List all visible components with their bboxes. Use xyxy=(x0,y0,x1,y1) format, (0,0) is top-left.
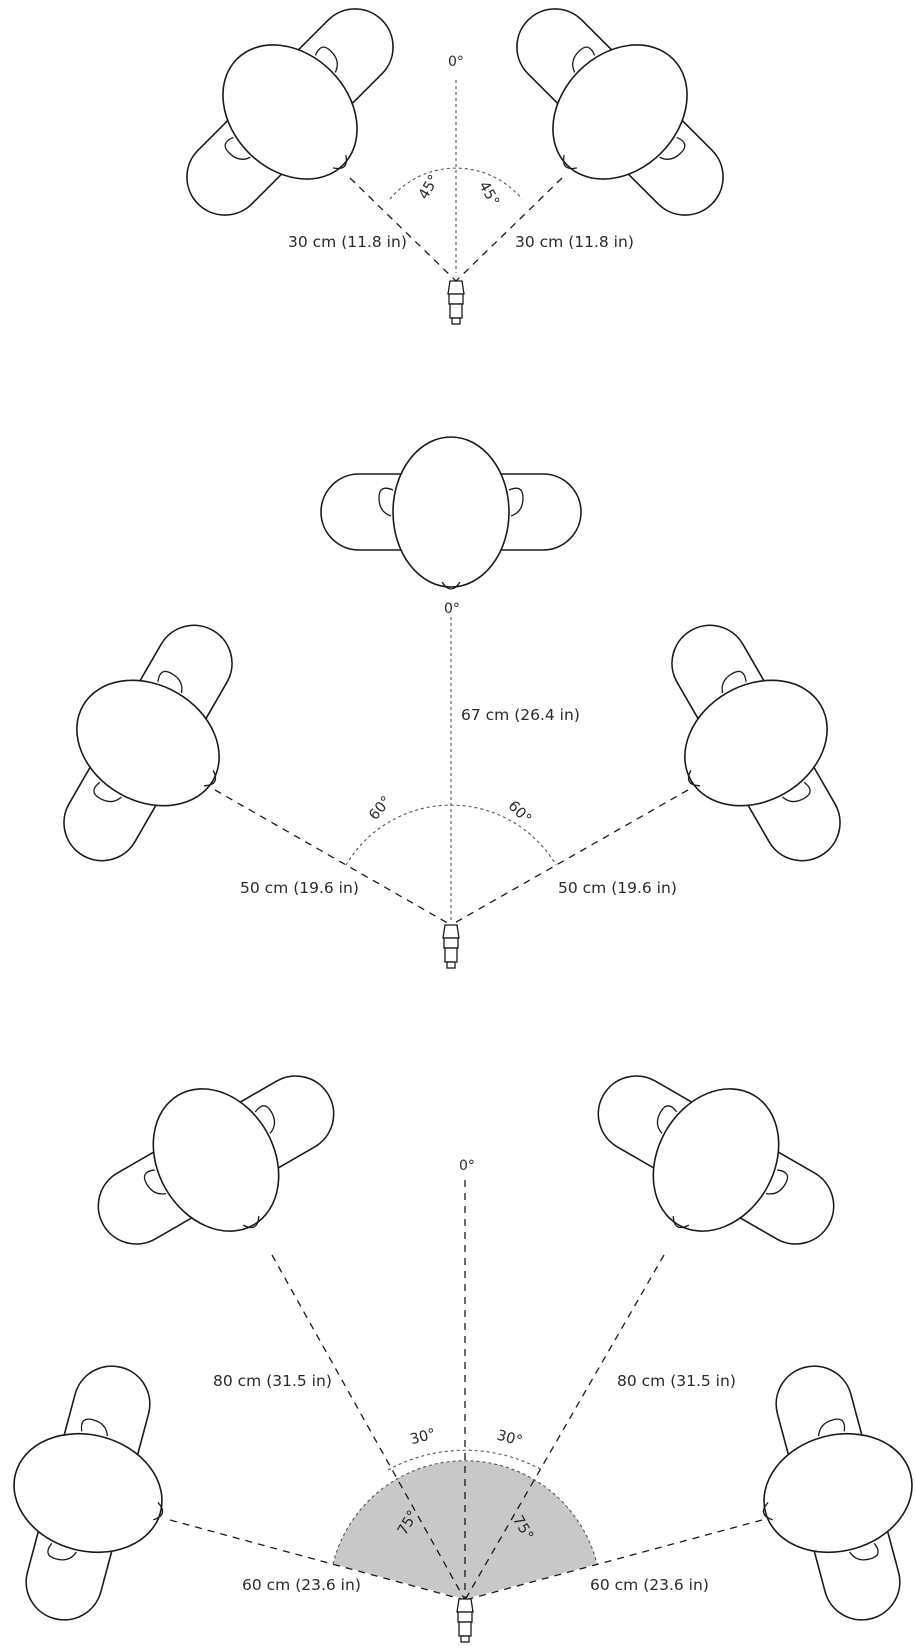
distance-left-label: 50 cm (19.6 in) xyxy=(240,879,359,897)
inner-arc xyxy=(332,1460,598,1565)
diagram-four-speakers: 0° 30° 30° 75° 75° 80 cm (31.5 in) 80 cm… xyxy=(0,1029,916,1643)
speaker-left-head xyxy=(144,0,438,260)
zero-degree-label: 0° xyxy=(459,1158,475,1174)
angle-right-label: 45° xyxy=(475,179,502,209)
speaker-lower-left-head xyxy=(0,1347,197,1640)
left-distance-line xyxy=(214,789,452,926)
speaker-center-head xyxy=(320,436,582,590)
microphone-icon xyxy=(456,1598,474,1643)
diagram-three-speakers: 0° 67 cm (26.4 in) 60° 60° 50 cm (19.6 i… xyxy=(17,436,887,969)
pickup-zone-shaded xyxy=(333,1460,597,1599)
speaker-right-head xyxy=(623,592,887,895)
distance-right-label: 50 cm (19.6 in) xyxy=(558,879,677,897)
speaker-left-head xyxy=(17,592,281,895)
outer-arc xyxy=(387,1449,543,1471)
upper-right-distance-line xyxy=(464,1254,665,1601)
speaker-upper-right-head xyxy=(564,1029,867,1293)
right-distance-line xyxy=(455,177,563,282)
left-distance-line xyxy=(349,177,457,282)
angle-right-label: 60° xyxy=(505,798,534,827)
angle-outer-left-label: 30° xyxy=(409,1426,438,1448)
angle-arc xyxy=(345,804,557,866)
distance-left-label: 30 cm (11.8 in) xyxy=(288,233,407,251)
diagram-two-speakers: 0° 45° 45° 30 cm (11.8 in) 30 cm (11.8 i… xyxy=(144,0,766,325)
zero-degree-label: 0° xyxy=(444,601,460,617)
speaker-lower-right-head xyxy=(729,1347,916,1640)
microphone-icon xyxy=(442,924,460,969)
speaker-right-head xyxy=(472,0,766,260)
upper-left-distance-line xyxy=(271,1254,466,1601)
zero-degree-label: 0° xyxy=(448,54,464,70)
distance-lower-right-label: 60 cm (23.6 in) xyxy=(590,1576,709,1594)
distance-lower-left-label: 60 cm (23.6 in) xyxy=(242,1576,361,1594)
speaker-upper-left-head xyxy=(65,1029,368,1293)
angle-left-label: 45° xyxy=(416,172,443,202)
microphone-icon xyxy=(447,280,465,325)
angle-left-label: 60° xyxy=(366,793,395,823)
angle-arc xyxy=(389,167,523,200)
center-distance-label: 67 cm (26.4 in) xyxy=(461,706,580,724)
angle-outer-right-label: 30° xyxy=(495,1428,524,1450)
distance-upper-right-label: 80 cm (31.5 in) xyxy=(617,1372,736,1390)
distance-upper-left-label: 80 cm (31.5 in) xyxy=(213,1372,332,1390)
distance-right-label: 30 cm (11.8 in) xyxy=(515,233,634,251)
right-distance-line xyxy=(450,789,689,926)
